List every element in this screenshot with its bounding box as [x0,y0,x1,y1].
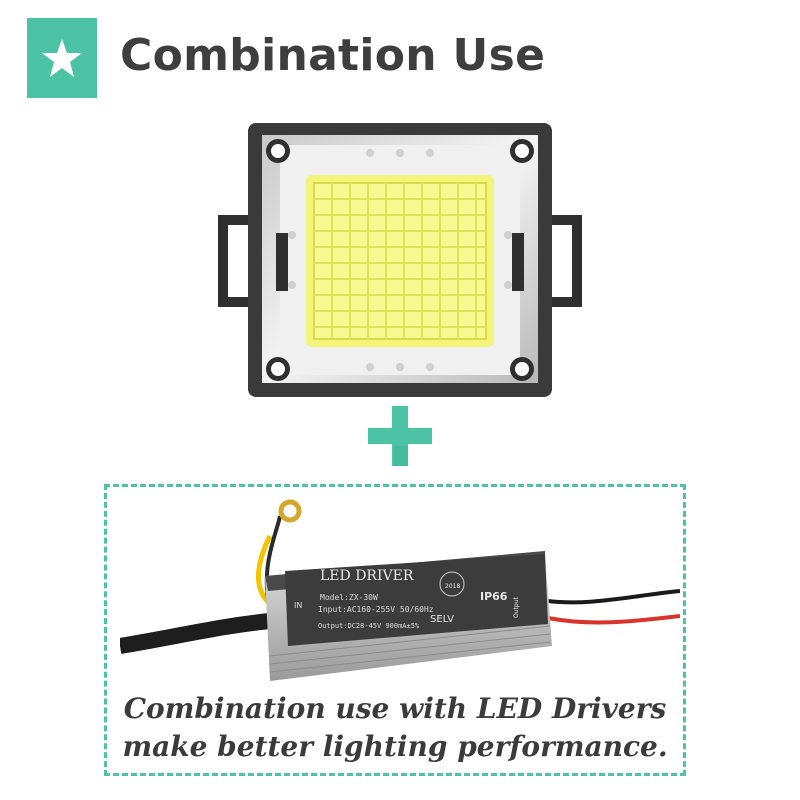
driver-label-title: LED DRIVER [320,568,414,584]
led-driver-image: LED DRIVER Model:ZX-30W Input:AC160-255V… [120,499,680,681]
led-chip-image [218,123,582,397]
driver-frame [104,484,686,776]
driver-caption: Combination use with LED Drivers make be… [108,690,682,766]
driver-input: Input:AC160-255V 50/60Hz [318,605,434,614]
driver-ip-rating: IP66 [480,590,508,603]
driver-model: Model:ZX-30W [320,593,378,602]
driver-output: Output:DC28-45V 900mA±5% [318,622,420,630]
caption-line-2: make better lighting performance. [122,730,668,763]
plus-icon [368,406,432,466]
driver-out-label: Output [513,597,520,618]
driver-in-label: IN [294,601,302,610]
driver-selv: SELV [430,614,454,625]
header-badge [27,18,97,98]
page-title: Combination Use [120,30,546,81]
caption-line-1: Combination use with LED Drivers [123,692,667,725]
star-icon [42,39,82,77]
driver-year: 2018 [445,583,460,590]
